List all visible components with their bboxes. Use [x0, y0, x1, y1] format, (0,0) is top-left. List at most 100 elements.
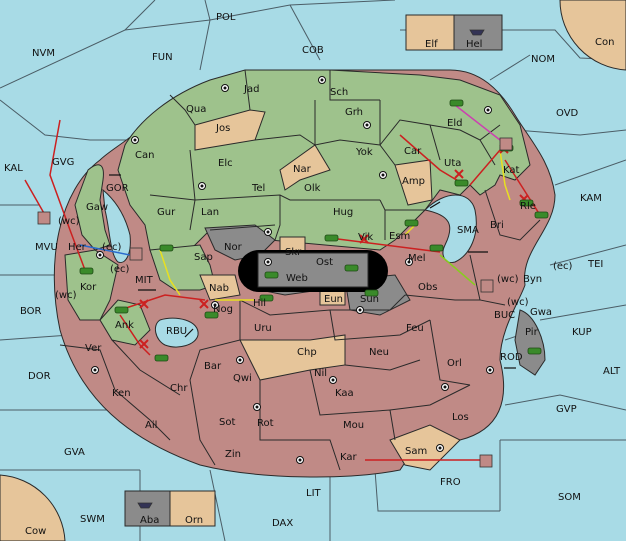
move-arrow: [49, 119, 71, 231]
corner-label-cow: Cow: [25, 526, 46, 537]
box-label-orn: Orn: [185, 515, 203, 526]
land-label-sap: Sap: [194, 252, 213, 263]
land-label-byn: Byn: [523, 274, 542, 285]
land-label-sam: Sam: [405, 446, 427, 457]
land-label-eun: Eun: [324, 294, 343, 305]
con-corner: [559, 0, 626, 71]
sea-label-gor: GOR: [106, 183, 129, 194]
army-units: [79, 99, 549, 362]
sea-label-lit: LIT: [306, 488, 322, 499]
army-icon: [324, 234, 339, 242]
army-icon: [519, 199, 534, 207]
move-arrow: [469, 149, 501, 186]
sea-label-nom: NOM: [531, 54, 555, 65]
aba-box: [124, 490, 171, 527]
sea-labels: POL NVM FUN COB NOM OVD KAL GVG GOR MVU …: [4, 12, 621, 529]
land-label-obs: Obs: [418, 282, 437, 293]
land-label-jos: Jos: [215, 123, 230, 134]
army-icon: [429, 244, 444, 252]
land-label-mel: Mel: [408, 253, 426, 264]
land-label-qua: Qua: [186, 104, 206, 115]
sea-label-dax: DAX: [272, 518, 293, 529]
coast-label: (wc): [55, 290, 77, 301]
sea-label-sma: SMA: [457, 225, 479, 236]
army-icon: [527, 347, 542, 355]
support-arrow: [439, 254, 476, 286]
box-label-hel: Hel: [466, 39, 482, 50]
sea-label-kup: KUP: [572, 327, 592, 338]
army-icon: [154, 354, 169, 362]
coast-label: (wc): [507, 297, 529, 308]
move-arrow: [329, 237, 441, 253]
sea-label-buc: BUC: [494, 310, 515, 321]
box-label-aba: Aba: [140, 515, 159, 526]
land-label-ail: Ail: [145, 420, 157, 431]
land-label-gaw: Gaw: [86, 202, 108, 213]
army-icon: [344, 264, 359, 272]
army-icon: [454, 179, 469, 187]
nar-region: [279, 144, 331, 191]
orn-box: [169, 490, 216, 527]
land-label-ver: Ver: [85, 343, 102, 354]
land-label-rot: Rot: [257, 418, 274, 429]
land-label-kaa: Kaa: [335, 388, 354, 399]
fleet-icon: [479, 454, 493, 468]
sea-label-dor: DOR: [28, 371, 51, 382]
army-icon: [364, 289, 379, 297]
move-arrow: [504, 159, 541, 216]
elf-box: [405, 14, 455, 51]
land-label-qwi: Qwi: [233, 373, 252, 384]
land-label-nor: Nor: [224, 242, 243, 253]
army-icon: [534, 211, 549, 219]
land-label-jad: Jad: [243, 84, 259, 95]
fleet-icon: [129, 247, 143, 261]
land-label-bar: Bar: [204, 361, 222, 372]
army-icon: [264, 271, 279, 279]
fleet-units: [37, 29, 513, 509]
move-arrow: [69, 229, 86, 271]
land-label-grh: Grh: [345, 107, 363, 118]
army-icon: [404, 219, 419, 227]
box-label-elf: Elf: [425, 39, 438, 50]
sea-label-bor: BOR: [20, 306, 42, 317]
land-label-ost: Ost: [316, 257, 333, 268]
land-label-her: Her: [68, 242, 87, 253]
amp-region: [394, 159, 433, 206]
land-label-chr: Chr: [170, 383, 188, 394]
army-icon: [259, 294, 274, 302]
support-arrow: [404, 224, 416, 236]
fleet-icon: [469, 29, 485, 36]
support-arrow: [499, 149, 511, 201]
sea-label-alt: ALT: [603, 366, 621, 377]
sea-label-kam: KAM: [580, 193, 602, 204]
land-label-vik: Vik: [358, 232, 373, 243]
land-label-web: Web: [286, 273, 308, 284]
sea-label-gvg: GVG: [52, 157, 74, 168]
fleet-icon: [480, 279, 494, 293]
fleet-icon: [499, 137, 513, 151]
land-label-sch: Sch: [330, 87, 348, 98]
sea-label-som: SOM: [558, 492, 581, 503]
land-label-mou: Mou: [343, 420, 364, 431]
nab-region: [199, 274, 241, 301]
army-icon: [159, 244, 174, 252]
land-label-hug: Hug: [333, 207, 353, 218]
route-arrows: [109, 174, 516, 369]
orders: [24, 104, 541, 461]
convoy-arrow: [79, 244, 131, 256]
convoy-arrow: [454, 104, 501, 141]
corner-label-con: Con: [595, 37, 614, 48]
sea-label-mvu: MVU: [35, 242, 58, 253]
sea-label-gva: GVA: [64, 447, 85, 458]
land-label-ank: Ank: [115, 320, 134, 331]
hel-box: [453, 14, 503, 51]
land-label-can: Can: [135, 150, 154, 161]
land-label-gur: Gur: [157, 207, 176, 218]
sea-label-rbu: RBU: [166, 326, 187, 337]
fleet-icon: [37, 211, 51, 225]
land-label-kat: Kat: [503, 165, 520, 176]
sea-label-mit: MIT: [135, 275, 154, 286]
land-label-orl: Orl: [447, 358, 462, 369]
land-label-nog: Nog: [213, 304, 233, 315]
land-label-bri: Bri: [490, 220, 504, 231]
